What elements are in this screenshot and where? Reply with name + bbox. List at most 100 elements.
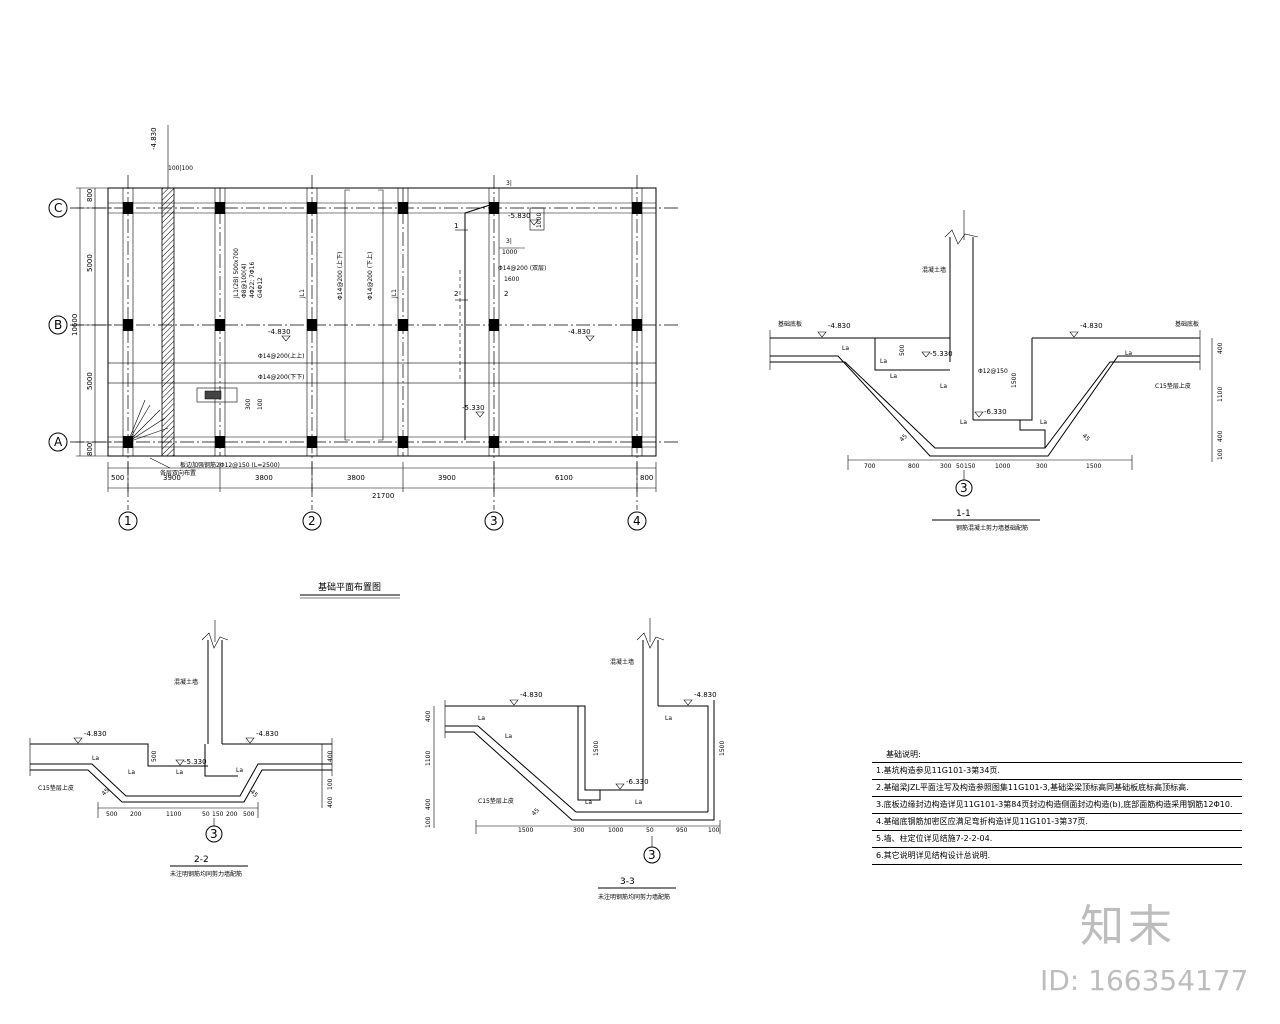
s11-title: 1-1 (956, 509, 971, 519)
watermark-id: ID: 166354177 (1040, 964, 1249, 997)
s11-elev-mid: -5.330 (930, 350, 953, 358)
s11-mark: 3 (960, 481, 968, 495)
dim-left-2: 5000 (86, 254, 94, 272)
s22-elev-right: -4.830 (256, 730, 279, 738)
dim-bottom-4: 3800 (347, 474, 365, 482)
s33-vleft-2: 1100 (425, 751, 432, 766)
s22-bdim-6: 200 (226, 811, 238, 818)
plan-rebar-bot: Φ14@200(下下) (258, 374, 305, 381)
s22-bdim-5: 150 (212, 811, 224, 818)
plan-elev-pit-top: -5.830 (508, 212, 531, 220)
plan-beam-sub2: 4Φ22; 7Φ16 (249, 262, 256, 298)
s33-vleft-3: 400 (425, 798, 432, 810)
s33-elev-left: -4.830 (520, 691, 543, 699)
plan-dim-1000b: 1000 (502, 249, 517, 256)
dim-left-4: 800 (86, 443, 94, 456)
plan-dim-100: 100 (257, 398, 264, 410)
s33-bdim-6: 100 (708, 827, 720, 834)
foundation-notes: 基础说明: 1.基坑构造参见11G101-3第34页. 2.基础梁JZL平面注写… (872, 748, 1242, 865)
s11-vdim-1: 400 (1217, 342, 1224, 354)
plan-rebar-top: Φ14@200(上上) (258, 352, 305, 360)
watermark-brand: 知末 (1080, 901, 1176, 952)
plan-section-2-right: 2 (504, 290, 508, 298)
s33-la-3: La (585, 799, 592, 806)
s22-wall-label: 混凝土墙 (174, 678, 198, 686)
plan-jl1-a: JL1 (299, 289, 306, 299)
section-1-1: La La La La La La La 混凝土墙 基础底板 基础底板 -4.8… (769, 210, 1224, 532)
s22-vdim-2: 100 (327, 778, 334, 790)
plan-label-31-mid: 3| (506, 238, 512, 245)
axis-label-b: B (54, 318, 62, 332)
notes-line-1: 1.基坑构造参见11G101-3第34页. (872, 763, 1242, 780)
s33-la-2: La (505, 733, 512, 740)
plan-dim-1600: 1600 (504, 276, 519, 283)
plan-elev-pit-low: -5.330 (462, 404, 485, 412)
s11-bdim-3: 300 (940, 463, 952, 470)
foundation-plan: C B A 1 2 3 4 800 5000 5000 800 10600 50… (48, 125, 680, 599)
axis-bubble-b (48, 315, 68, 335)
s33-la-4: La (635, 799, 642, 806)
s11-vdim-2: 1100 (1217, 387, 1224, 402)
s11-la-1: La (842, 345, 849, 352)
plan-section-2-left: 2 (454, 290, 458, 298)
s33-pad: C15垫层上皮 (478, 797, 514, 805)
s22-bdim-3: 1100 (166, 811, 181, 818)
s22-pad: C15垫层上皮 (38, 784, 74, 792)
dim-bottom-total: 21700 (372, 492, 394, 500)
notes-heading: 基础说明: (872, 748, 1242, 763)
axis-bubble-a (48, 432, 68, 452)
dim-bottom-1: 500 (111, 474, 124, 482)
axis-bubble-1 (118, 511, 138, 531)
s11-rebar: Φ12@150 (978, 368, 1008, 375)
plan-elev-mid-left: -4.830 (268, 328, 291, 336)
s11-elev-left: -4.830 (828, 322, 851, 330)
s22-bdim-2: 200 (130, 811, 142, 818)
s22-elev-mid: -5.330 (184, 758, 207, 766)
dim-bottom-6: 6100 (555, 474, 573, 482)
s33-la-1: La (478, 715, 485, 722)
s22-subtitle: 未注明钢筋均同剪力墙配筋 (170, 870, 242, 878)
plan-rebar-pit: Φ14@200 (双层) (498, 265, 546, 272)
s22-bdim-4: 50 (202, 811, 210, 818)
s33-bdim-4: 50 (646, 827, 654, 834)
s11-right-label: 基础底板 (1175, 320, 1199, 328)
s33-title: 3-3 (620, 877, 635, 887)
s11-angle-r: 45 (1081, 432, 1091, 442)
s11-vdim-4: 100 (1217, 448, 1224, 460)
rebar-band (107, 362, 657, 384)
plan-jl1-b: JL1 (391, 289, 398, 299)
s11-la-6: La (1040, 419, 1047, 426)
axis-label-1: 1 (124, 514, 132, 528)
s33-subtitle: 未注明钢筋均同剪力墙配筋 (598, 893, 670, 901)
plan-rebar-v1: Φ14@200 (上下) (336, 252, 344, 300)
s11-bdim-8: 1500 (1086, 463, 1101, 470)
s22-angle-l: 45 (100, 787, 110, 797)
s33-elev-low: -6.330 (626, 778, 649, 786)
s11-pad: C15垫层上皮 (1155, 382, 1191, 390)
s11-angle-l: 45 (898, 433, 908, 443)
dim-bottom-5: 3900 (438, 474, 456, 482)
s11-elev-low: -6.330 (984, 408, 1007, 416)
plan-label-31-top: 3| (506, 180, 512, 187)
s22-mark: 3 (210, 827, 218, 841)
s33-bdim-1: 1500 (518, 827, 533, 834)
plan-top-elevation: -4.830 (150, 127, 158, 150)
hatched-wall (161, 187, 175, 457)
notes-line-3: 3.底板边缘封边构造详见11G101-3第84页封边构造侧面封边构造(b),底部… (872, 797, 1242, 814)
s11-la-2: La (880, 358, 887, 365)
s22-la-3: La (176, 769, 183, 776)
plan-top-dim-small: 100|100 (168, 165, 193, 172)
s22-la-4: La (236, 767, 243, 774)
axis-label-c: C (54, 201, 62, 215)
s33-mark: 3 (648, 848, 656, 862)
s11-la-7: La (1125, 350, 1132, 357)
s11-la-5: La (960, 419, 967, 426)
section-2-2: La La La La 混凝土墙 -4.830 -4.830 -5.330 C1… (29, 620, 334, 878)
s11-bdim-6: 1000 (995, 463, 1010, 470)
plan-note-b: 各层双向布置 (160, 469, 196, 477)
section-3-3: La La La La La 混凝土墙 -4.830 -4.830 -6.330… (425, 618, 726, 901)
s11-wall-label: 混凝土墙 (922, 266, 946, 274)
plan-beam-label: JL1(2B) 500x700 (233, 248, 240, 299)
dim-bottom-2: 3900 (163, 474, 181, 482)
